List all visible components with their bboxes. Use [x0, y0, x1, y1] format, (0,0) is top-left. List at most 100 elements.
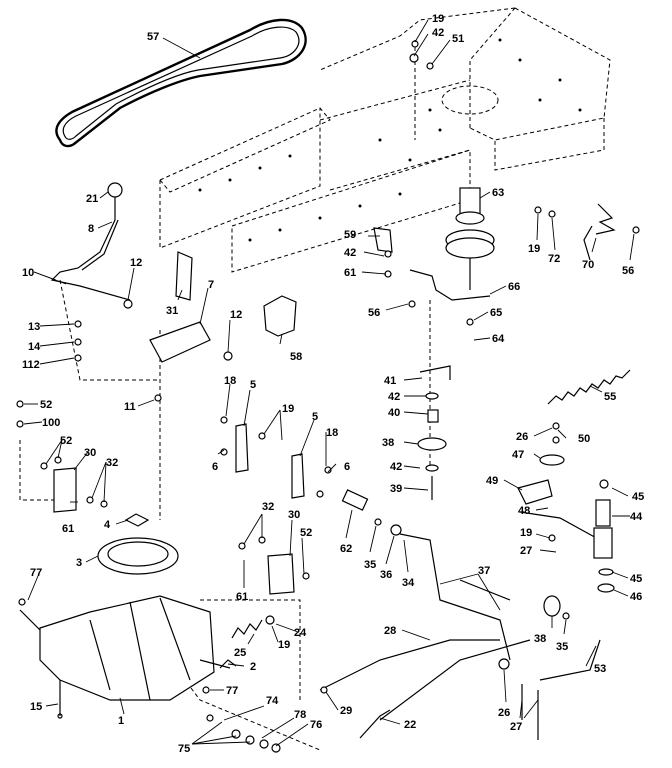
brackets-upper — [149, 251, 297, 363]
callout-c100: 100 — [42, 417, 60, 429]
callout-c61a: 61 — [344, 267, 356, 279]
callout-c30a: 30 — [84, 447, 96, 459]
shift-lever — [50, 182, 131, 301]
callout-c70: 70 — [582, 259, 594, 271]
callout-c63: 63 — [492, 187, 504, 199]
callout-c61c: 61 — [236, 591, 248, 603]
callout-c24: 24 — [294, 627, 307, 639]
callout-c48: 48 — [518, 505, 530, 517]
leader-lines — [23, 19, 635, 747]
callout-c6a: 6 — [212, 461, 218, 473]
callout-c32a: 32 — [106, 457, 118, 469]
callout-c52a: 52 — [40, 399, 52, 411]
callout-c38a: 38 — [382, 437, 394, 449]
callout-c51: 51 — [452, 33, 464, 45]
drive-belt — [55, 18, 307, 148]
pulley-47-assembly — [517, 454, 615, 593]
callout-c76: 76 — [310, 719, 322, 731]
pulley-63 — [445, 187, 495, 290]
callout-c49: 49 — [486, 475, 498, 487]
spring-55 — [547, 369, 631, 405]
callout-c53: 53 — [594, 663, 606, 675]
callout-c3: 3 — [76, 557, 82, 569]
spring-70 — [583, 203, 616, 261]
callout-c25: 25 — [234, 647, 246, 659]
callout-c22: 22 — [404, 719, 416, 731]
callout-c77a: 77 — [30, 567, 42, 579]
callout-c32b: 32 — [262, 501, 274, 513]
callout-labels: 57 19 42 51 21 8 63 19 72 70 56 12 10 31… — [22, 13, 644, 755]
callout-c37: 37 — [478, 565, 490, 577]
callout-c38b: 38 — [534, 633, 546, 645]
callout-c19b: 19 — [528, 243, 540, 255]
callout-c29: 29 — [340, 705, 352, 717]
callout-c61b: 61 — [62, 523, 74, 535]
callout-c6b: 6 — [344, 461, 350, 473]
callout-c12a: 12 — [130, 257, 142, 269]
callout-c15: 15 — [30, 701, 42, 713]
callout-c56b: 56 — [368, 307, 380, 319]
callout-c4: 4 — [104, 519, 111, 531]
callout-c75: 75 — [178, 743, 190, 755]
idler-bracket — [373, 227, 491, 301]
callout-c56a: 56 — [622, 265, 634, 277]
brake-pedal-linkage — [319, 489, 601, 739]
callout-c46: 46 — [630, 591, 642, 603]
callout-c1: 1 — [118, 715, 124, 727]
callout-c19d: 19 — [520, 527, 532, 539]
callout-c42a: 42 — [432, 27, 444, 39]
callout-c14: 14 — [28, 341, 41, 353]
callout-c44: 44 — [630, 511, 643, 523]
transaxle — [19, 595, 231, 701]
callout-c10: 10 — [22, 267, 34, 279]
callout-c27b: 27 — [510, 721, 522, 733]
callout-c19c: 19 — [282, 403, 294, 415]
callout-c21: 21 — [86, 193, 98, 205]
pivot-stack — [417, 365, 451, 500]
callout-c42b: 42 — [344, 247, 356, 259]
callout-c66: 66 — [508, 281, 520, 293]
callout-c58: 58 — [290, 351, 302, 363]
callout-c18b: 18 — [326, 427, 338, 439]
hardware — [16, 40, 640, 753]
callout-c26b: 26 — [498, 707, 510, 719]
callout-c35b: 35 — [556, 641, 568, 653]
callout-c12b: 12 — [230, 309, 242, 321]
callout-c26a: 26 — [516, 431, 528, 443]
callout-c40: 40 — [388, 407, 400, 419]
callout-c8: 8 — [88, 223, 94, 235]
callout-c7: 7 — [208, 279, 214, 291]
callout-c27a: 27 — [520, 545, 532, 557]
callout-c72: 72 — [548, 253, 560, 265]
callout-c52b: 52 — [60, 435, 72, 447]
callout-c42c: 42 — [388, 391, 400, 403]
callout-c59: 59 — [344, 229, 356, 241]
mower-frame — [159, 7, 611, 273]
callout-c41: 41 — [384, 375, 396, 387]
callout-c112: 112 — [22, 359, 40, 371]
callout-c62: 62 — [340, 543, 352, 555]
callout-c50: 50 — [578, 433, 590, 445]
callout-c55: 55 — [604, 391, 616, 403]
callout-c45a: 45 — [632, 491, 644, 503]
callout-c52c: 52 — [300, 527, 312, 539]
callout-c11: 11 — [124, 401, 136, 413]
callout-c42d: 42 — [390, 461, 402, 473]
callout-c47: 47 — [512, 449, 524, 461]
callout-c34: 34 — [402, 577, 415, 589]
callout-c28: 28 — [384, 625, 396, 637]
callout-c57: 57 — [147, 31, 159, 43]
callout-c78: 78 — [294, 709, 306, 721]
callout-c31: 31 — [166, 305, 178, 317]
callout-c39: 39 — [390, 483, 402, 495]
callout-c5b: 5 — [312, 411, 318, 423]
callout-c45b: 45 — [630, 573, 642, 585]
callout-c5a: 5 — [250, 379, 256, 391]
callout-c77b: 77 — [226, 685, 238, 697]
callout-c19a: 19 — [432, 13, 444, 25]
callout-c36: 36 — [380, 569, 392, 581]
callout-c74: 74 — [266, 695, 279, 707]
transmission-pulley — [97, 513, 179, 575]
callout-c65: 65 — [490, 307, 502, 319]
